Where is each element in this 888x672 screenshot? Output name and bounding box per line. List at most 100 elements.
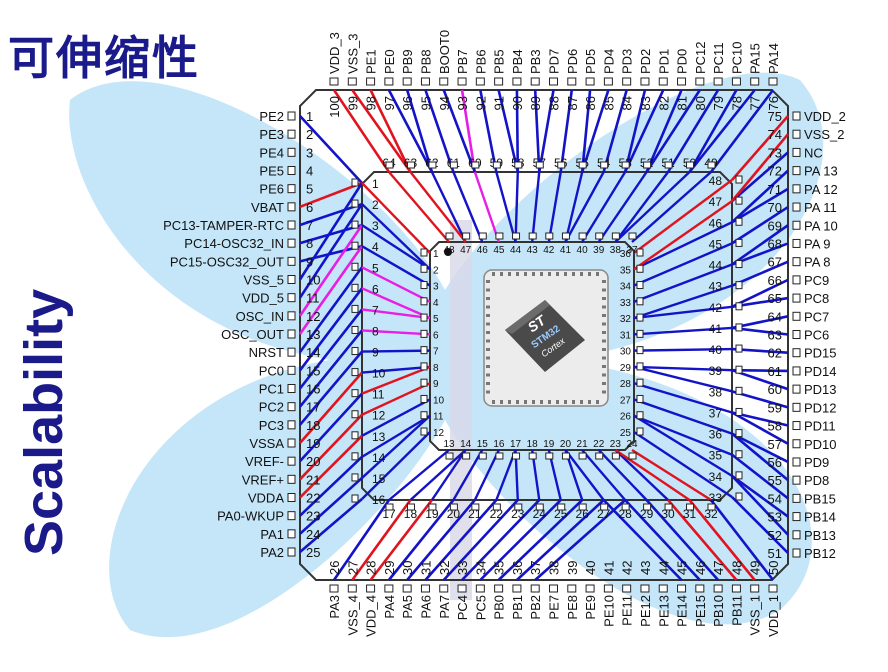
- wire-100-70: [731, 205, 789, 245]
- pin-number: 55: [768, 473, 782, 488]
- pin-pad: [658, 584, 668, 593]
- pin-number: 27: [345, 561, 360, 575]
- pin-pad: [445, 452, 454, 460]
- wire-100-20: [299, 392, 363, 463]
- pin-number: 44: [709, 259, 723, 273]
- pin-number: 47: [709, 195, 723, 209]
- wire-100-37: [534, 499, 626, 581]
- wire-64-29: [597, 449, 648, 501]
- pin-pad: [351, 452, 359, 461]
- pin-label: PD12: [804, 400, 837, 415]
- wire-100-72: [731, 169, 789, 224]
- pin-number: 40: [577, 245, 589, 256]
- pin-label: PA5: [400, 595, 415, 619]
- pin-pad: [287, 329, 296, 339]
- core-lead: [486, 305, 490, 309]
- pin-pad: [677, 77, 687, 86]
- pin-number: 80: [693, 96, 708, 110]
- pin-pad: [621, 503, 630, 511]
- pin-label: PB7: [455, 49, 470, 74]
- wire-100-19: [299, 371, 363, 444]
- pin-label: PA15: [748, 43, 763, 74]
- pin-number: 23: [610, 439, 622, 450]
- pin-label: PC10: [729, 41, 744, 74]
- pin-pad: [603, 584, 613, 593]
- wire-100-100: [332, 89, 391, 173]
- wire-64-41: [633, 326, 733, 336]
- pin-number: 22: [593, 439, 605, 450]
- pin-label: PE7: [547, 595, 562, 620]
- wire-64-53: [581, 171, 627, 243]
- pin-label: VSS_3: [345, 34, 360, 74]
- pin-pad: [351, 262, 359, 271]
- pin-number: 12: [433, 428, 445, 439]
- pin-label: PD7: [547, 49, 562, 74]
- wire-100-27: [351, 499, 412, 581]
- pin-pad: [636, 411, 644, 420]
- core-lead: [540, 400, 543, 404]
- pin-number: 39: [593, 245, 605, 256]
- core-lead: [602, 390, 606, 394]
- pin-pad: [750, 584, 760, 593]
- pin-number: 11: [372, 388, 385, 402]
- wire-64-12: [361, 382, 431, 416]
- pin-pad: [792, 402, 801, 412]
- wire-64-28: [581, 449, 627, 501]
- pin-pad: [287, 474, 296, 484]
- pin-label: PE9: [583, 595, 598, 620]
- pin-pad: [735, 450, 743, 459]
- wire-64-50: [614, 171, 691, 243]
- pin-pad: [287, 111, 296, 121]
- pin-pad: [445, 232, 454, 240]
- wire-64-48: [633, 179, 733, 254]
- pin-pad: [351, 389, 359, 398]
- wire-100-89: [533, 89, 541, 173]
- pin-number: 2: [306, 127, 313, 142]
- pin-number: 6: [306, 200, 313, 215]
- pin-pad: [731, 77, 741, 86]
- pin-label: PD2: [638, 49, 653, 74]
- pin-number: 33: [455, 561, 470, 575]
- pin-pad: [287, 402, 296, 412]
- pin-number: 29: [620, 363, 632, 374]
- pin-pad: [287, 293, 296, 303]
- pin-pad: [494, 77, 504, 86]
- wire-100-17: [298, 329, 364, 408]
- pin-pad: [495, 452, 504, 460]
- core-lead: [572, 400, 575, 404]
- wire-100-33: [461, 499, 541, 581]
- pin-pad: [351, 220, 359, 229]
- wire-100-85: [580, 89, 610, 173]
- wire-100-71: [731, 187, 789, 224]
- wire-64-62: [430, 171, 467, 243]
- core-lead: [602, 348, 606, 351]
- pin-number: 59: [768, 400, 782, 415]
- pin-pad: [792, 129, 801, 139]
- pin-number: 5: [433, 314, 439, 325]
- pin-number: 38: [610, 245, 622, 256]
- wire-64-63: [409, 171, 467, 243]
- pin-number: 28: [620, 379, 632, 390]
- core-lead: [532, 400, 535, 404]
- wire-64-31: [614, 449, 691, 501]
- pin-number: 25: [620, 428, 632, 439]
- pin-number: 30: [620, 347, 632, 358]
- pin-number: 91: [492, 96, 507, 110]
- core-lead: [564, 400, 567, 404]
- pin-pad: [351, 473, 359, 482]
- pin-label: PB4: [510, 49, 525, 74]
- pin-pad: [595, 232, 604, 240]
- pin-label: VDD_3: [327, 32, 342, 74]
- pin-number: 44: [510, 245, 522, 256]
- pin-pad: [287, 493, 296, 502]
- wire-100-99: [351, 89, 412, 173]
- core-lead: [486, 365, 490, 368]
- pin-pad: [406, 161, 415, 169]
- wire-100-78: [688, 89, 738, 173]
- pin-pad: [636, 362, 644, 371]
- core-lead: [486, 288, 490, 292]
- pin-label: PC0: [259, 363, 284, 378]
- pin-number: 73: [768, 145, 782, 160]
- wire-100-83: [623, 89, 647, 173]
- pin-pad: [549, 584, 558, 593]
